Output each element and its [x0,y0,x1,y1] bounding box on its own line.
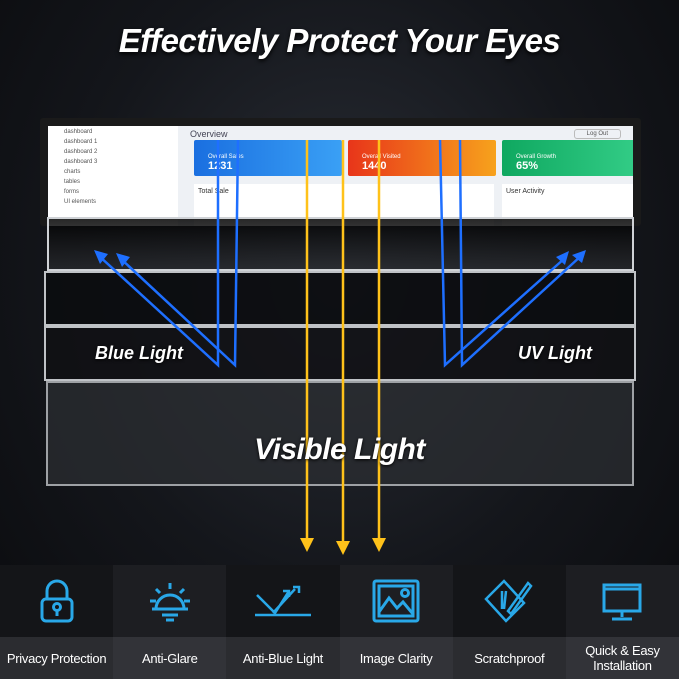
sidebar-item: forms [64,189,79,195]
feature-label: Anti-Glare [113,637,227,679]
filter-layer [47,217,634,271]
blue-light-label: Blue Light [95,343,183,363]
blue-ray [119,139,240,368]
sun-glare-icon [149,583,190,622]
arrowhead [300,538,314,552]
card-value: 1231 [208,160,233,172]
image-icon [372,579,420,623]
sidebar-item: tables [64,179,81,185]
arrowhead [372,538,386,552]
arrowhead [572,250,586,263]
blue-light-reflect-icon [254,585,311,617]
uv-ray [438,139,566,368]
filter-layer [46,381,634,486]
feature-label: Image Clarity [339,637,453,679]
sidebar-item: dashboard 3 [64,159,98,165]
panel-title: User Activity [506,188,545,195]
padlock-icon [40,579,74,623]
card-value: 1440 [362,160,387,172]
overview-heading: Overview [190,129,228,139]
scratch-pen-icon [484,579,533,623]
uv-light-label: UV Light [518,343,592,363]
arrowhead [336,541,350,555]
card-label: Overall Visited [362,154,401,160]
card-label: Overall Growth [516,154,557,160]
feature-installation: Quick & Easy Installation [565,565,679,679]
blue-ray [97,140,220,368]
feature-scratchproof: Scratchproof [452,565,566,679]
sidebar-item: dashboard 2 [64,149,98,155]
logout-button: Log Out [573,129,621,139]
filter-layer [44,326,636,381]
card-value: 65% [516,160,539,172]
uv-ray [458,139,583,368]
visible-light-label: Visible Light [254,433,425,466]
arrowhead [94,250,108,264]
headline: Effectively Protect Your Eyes [118,22,561,59]
sidebar-item: charts [64,169,81,175]
dashboard-sidebar: dashboard dashboard 1 dashboard 2 dashbo… [48,126,178,226]
sidebar-item: dashboard [64,129,93,135]
card-label: Overall Sales [208,154,244,160]
feature-label: Anti-Blue Light [226,637,340,679]
feature-label: Scratchproof [452,637,566,679]
feature-privacy: Privacy Protection [0,565,114,679]
sidebar-item: dashboard 1 [64,139,98,145]
arrowhead [116,253,130,267]
feature-anti-blue: Anti-Blue Light [226,565,340,679]
visible-light-rays [305,140,381,543]
feature-image-clarity: Image Clarity [339,565,453,679]
monitor-icon [602,583,642,621]
blue-light-rays [97,139,583,368]
feature-anti-glare: Anti-Glare [113,565,227,679]
sidebar-item: UI elements [64,199,97,205]
feature-label: Privacy Protection [0,637,114,679]
panel-title: Total Sale [198,188,229,195]
filter-layer [44,271,636,326]
feature-label: Quick & Easy Installation [565,637,679,679]
arrowhead [556,251,569,265]
feature-strip: Privacy Protection Anti-Glare Anti-Blue … [0,565,679,679]
